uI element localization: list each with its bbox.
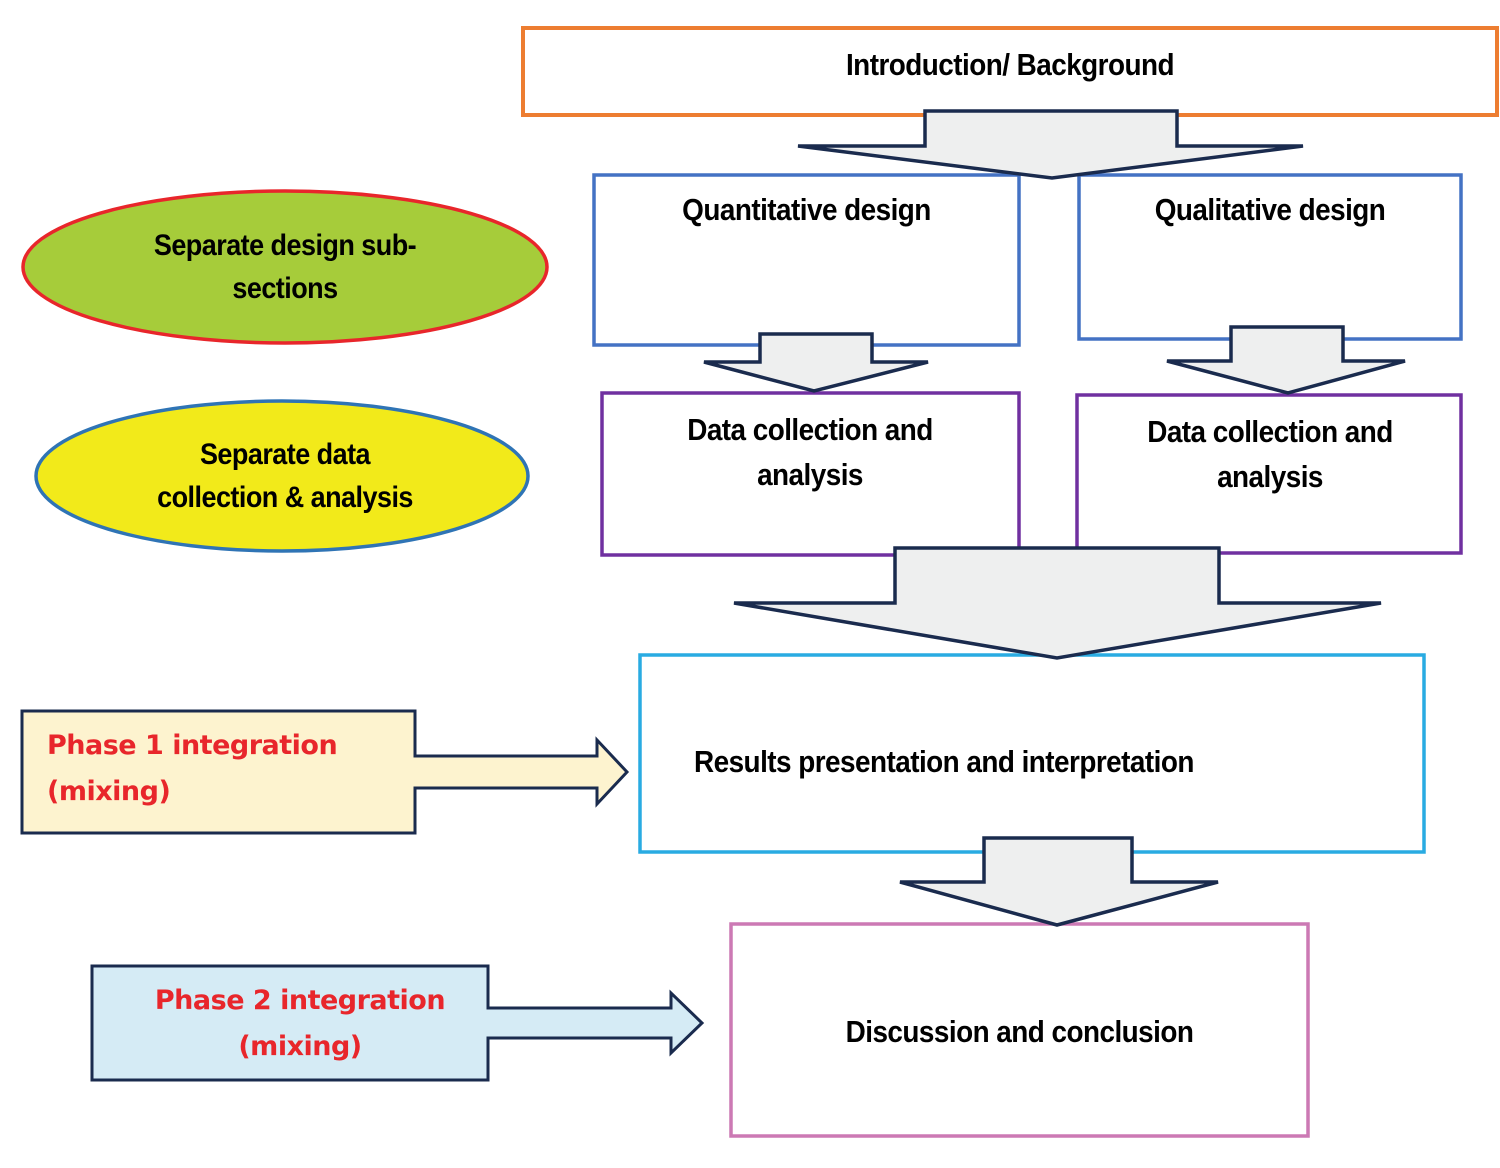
- intro-label: Introduction/ Background: [845, 46, 1175, 82]
- quant-data-collection-box: [600, 391, 1021, 557]
- arrow-results-to-discussion: [899, 836, 1219, 927]
- discussion-label: Discussion and conclusion: [845, 1014, 1194, 1050]
- arrow-intro-to-designs: [797, 109, 1304, 180]
- arrow-quant-design-to-data: [703, 332, 929, 393]
- discussion-box: [729, 922, 1310, 1138]
- quantitative-design-label: Quantitative design: [682, 192, 931, 227]
- data-collection-ellipse-label: Separate data collection & analysis: [157, 437, 413, 515]
- intro-box: [521, 26, 1499, 117]
- quant-data-collection-label: Data collection and analysis: [687, 412, 933, 492]
- results-box: [638, 653, 1426, 854]
- arrow-qual-design-to-data: [1166, 325, 1406, 395]
- phase1-label: Phase 1 integration (mixing): [47, 730, 338, 807]
- qualitative-design-box: [1077, 173, 1463, 341]
- phase1-arrow-shape: [20, 709, 630, 835]
- results-label: Results presentation and interpretation: [694, 744, 1194, 780]
- qual-data-collection-box: [1075, 393, 1463, 555]
- qual-data-collection-label: Data collection and analysis: [1147, 414, 1393, 494]
- phase2-label: Phase 2 integration (mixing): [154, 985, 446, 1062]
- phase2-arrow-shape: [90, 964, 705, 1082]
- design-subsections-label: Separate design sub-sections: [153, 228, 417, 306]
- data-collection-ellipse: [34, 399, 530, 553]
- qualitative-design-label: Qualitative design: [1154, 192, 1386, 227]
- quantitative-design-box: [592, 173, 1021, 347]
- arrow-data-to-results: [733, 546, 1382, 660]
- design-subsections-ellipse: [21, 189, 549, 345]
